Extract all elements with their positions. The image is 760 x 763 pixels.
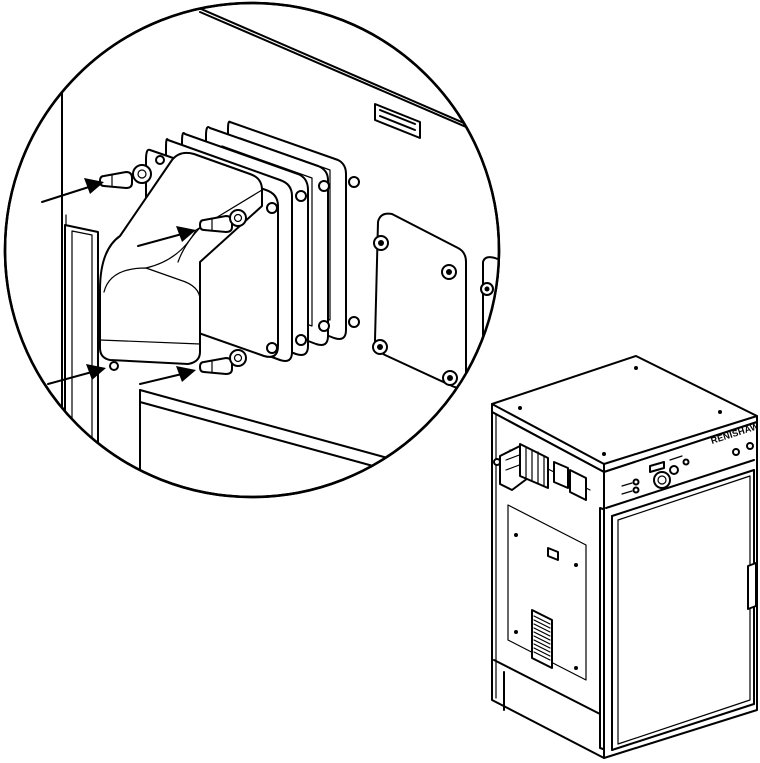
cabinet: RENISHAW <box>491 355 760 759</box>
door-handle <box>747 562 757 610</box>
arrow-lower-left <box>47 364 106 385</box>
warning-label <box>374 103 421 139</box>
arrow-lower-right <box>139 366 196 385</box>
arrow-upper-right <box>137 226 196 247</box>
connector-hood <box>99 148 279 365</box>
detail-view <box>3 1 501 499</box>
screw-lower-right <box>199 349 247 375</box>
screw-upper-right <box>199 209 247 233</box>
screw-lower-left <box>109 361 119 371</box>
side-blank-plates <box>553 461 587 501</box>
detail-content <box>41 3 499 481</box>
arrow-upper-left <box>41 178 104 203</box>
vent-grille <box>531 609 553 669</box>
side-connector <box>493 443 549 491</box>
indicator-lamps <box>621 478 640 495</box>
screw-upper-left <box>99 164 152 189</box>
cabinet-front <box>603 421 758 759</box>
control-switch <box>649 455 690 489</box>
blanking-plate <box>372 212 467 389</box>
